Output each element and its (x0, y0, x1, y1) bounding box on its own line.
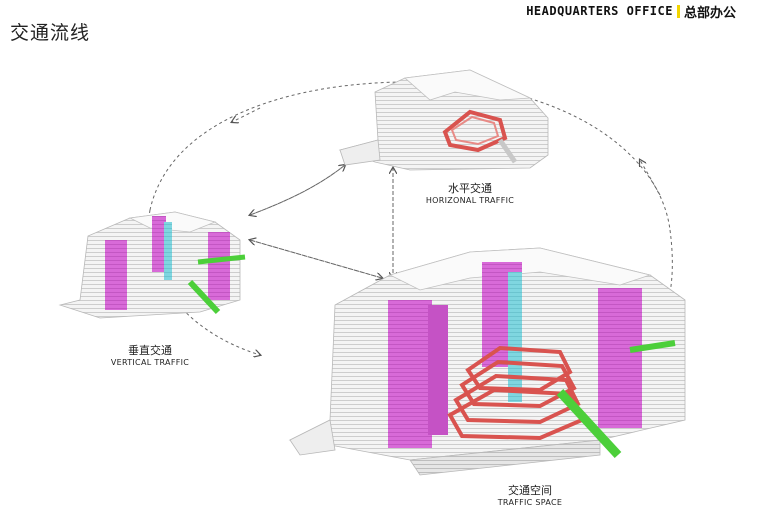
label-traffic-space-en: TRAFFIC SPACE (497, 498, 563, 507)
flow-path-mid-back (249, 165, 345, 216)
label-vertical-en: VERTICAL TRAFFIC (110, 358, 190, 367)
brand-chinese: 总部办公 (683, 5, 736, 21)
vertical-core-3 (208, 232, 230, 300)
building-vertical-traffic (58, 211, 246, 319)
building-horizontal-traffic (338, 69, 549, 171)
brand-english: HEADQUARTERS OFFICE (526, 4, 673, 18)
label-traffic-space: 交通空间 TRAFFIC SPACE (470, 484, 590, 508)
traffic-core-left (388, 300, 432, 448)
traffic-core-right (598, 288, 642, 428)
label-horizontal-cn: 水平交通 (448, 182, 492, 195)
flow-path-right-arrow (640, 160, 661, 196)
label-traffic-space-cn: 交通空间 (508, 484, 552, 497)
elevator-shaft-small (164, 222, 172, 280)
flow-path-mid (250, 164, 346, 215)
flow-path-outer-top (149, 81, 671, 231)
label-horizontal-en: HORIZONAL TRAFFIC (425, 196, 515, 205)
flow-path-top-arrow (232, 107, 261, 122)
brand-header: HEADQUARTERS OFFICE 总部办公 (526, 2, 736, 21)
label-vertical-cn: 垂直交通 (128, 344, 172, 357)
traffic-bridge (556, 388, 622, 459)
building-traffic-space (288, 247, 686, 476)
label-horizontal-traffic: 水平交通 HORIZONAL TRAFFIC (410, 182, 530, 206)
flow-path-combined-to-left (250, 240, 383, 279)
horizontal-ramp (442, 109, 508, 153)
label-vertical-traffic: 垂直交通 VERTICAL TRAFFIC (90, 344, 210, 368)
brand-accent-bar (676, 4, 680, 18)
vertical-core-1 (105, 240, 127, 310)
vertical-core-2 (152, 216, 166, 272)
traffic-elevator-shaft (508, 272, 522, 402)
page-title: 交通流线 (10, 22, 91, 44)
